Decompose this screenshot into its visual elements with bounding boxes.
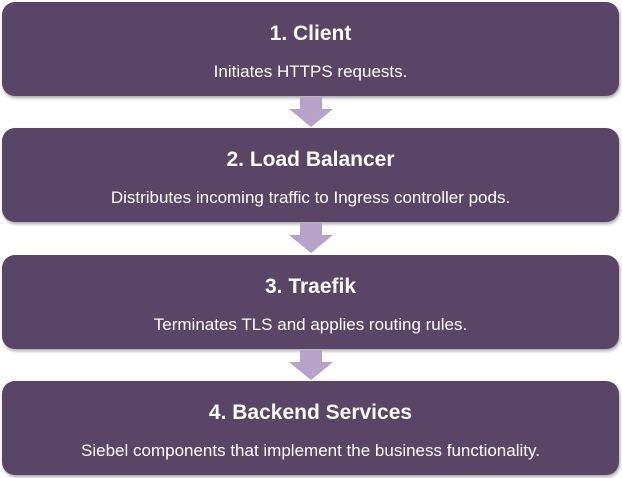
down-arrow-icon	[289, 97, 333, 127]
step-description: Terminates TLS and applies routing rules…	[153, 315, 468, 334]
step-title: 1. Client	[269, 22, 352, 45]
step-backend-services-box: 4. Backend Services Siebel components th…	[2, 381, 619, 475]
step-description: Siebel components that implement the bus…	[81, 441, 540, 460]
step-load-balancer-box: 2. Load Balancer Distributes incoming tr…	[2, 128, 619, 222]
down-arrow-icon	[289, 350, 333, 380]
step-title: 2. Load Balancer	[226, 148, 395, 171]
step-traefik-box: 3. Traefik Terminates TLS and applies ro…	[2, 255, 619, 349]
step-title: 4. Backend Services	[208, 401, 413, 424]
step-client-box: 1. Client Initiates HTTPS requests.	[2, 2, 619, 96]
step-description: Distributes incoming traffic to Ingress …	[110, 188, 511, 207]
down-arrow-icon	[289, 223, 333, 253]
step-description: Initiates HTTPS requests.	[213, 62, 408, 81]
step-title: 3. Traefik	[264, 275, 357, 298]
